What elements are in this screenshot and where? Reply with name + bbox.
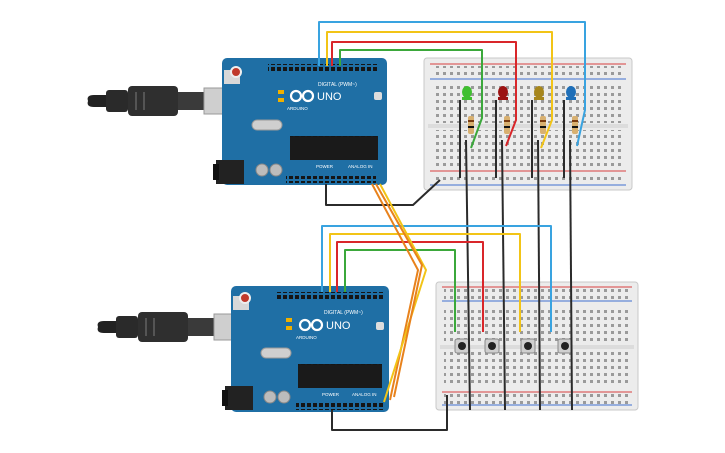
wire-orange xyxy=(375,183,423,398)
brand-label: ARDUINO xyxy=(296,335,317,340)
push-button xyxy=(520,338,536,354)
wire-blue xyxy=(318,21,586,147)
wire-black xyxy=(331,395,448,431)
power-header-label: POWER xyxy=(322,392,340,397)
resistor xyxy=(572,116,578,134)
wire-black xyxy=(465,139,471,411)
wire-red xyxy=(331,41,517,147)
wire-black xyxy=(569,139,573,411)
push-button-group xyxy=(454,338,573,354)
resistor xyxy=(468,116,474,134)
wire-black xyxy=(537,139,541,411)
wire-black xyxy=(501,139,506,411)
digital-header-label: DIGITAL (PWM~) xyxy=(318,82,357,88)
analog-header-label: ANALOG IN xyxy=(348,164,373,169)
resistor xyxy=(504,116,510,134)
wire-green xyxy=(344,249,456,332)
arduino-uno-top: DIGITAL (PWM~) UNO ARDUINO POWER ANALOG … xyxy=(213,58,387,185)
led-green xyxy=(462,86,472,100)
push-button xyxy=(557,338,573,354)
breadboard-top xyxy=(423,57,633,191)
wire-yellow xyxy=(326,31,553,149)
push-button xyxy=(454,338,470,354)
wire-group xyxy=(318,21,586,431)
wire-black xyxy=(325,179,441,206)
wire-blue xyxy=(321,225,552,332)
wire-yellow xyxy=(329,233,521,332)
digital-header-label: DIGITAL (PWM~) xyxy=(324,310,363,316)
wire-green xyxy=(339,49,483,149)
arduino-logo xyxy=(298,318,324,332)
breadboard-bottom xyxy=(435,281,639,411)
brand-label: ARDUINO xyxy=(287,106,308,111)
model-label: UNO xyxy=(317,91,342,103)
arduino-uno-bottom: DIGITAL (PWM~) UNO ARDUINO POWER ANALOG … xyxy=(222,286,389,412)
arduino-logo xyxy=(289,89,315,103)
led-group xyxy=(462,86,578,134)
led-red xyxy=(498,86,508,100)
wire-yellow xyxy=(379,183,427,403)
led-yellow xyxy=(534,86,544,100)
led-blue xyxy=(566,86,576,100)
resistor xyxy=(540,116,546,134)
model-label: UNO xyxy=(326,320,351,332)
push-button xyxy=(484,338,500,354)
analog-header-label: ANALOG IN xyxy=(352,392,377,397)
power-header-label: POWER xyxy=(316,164,334,169)
